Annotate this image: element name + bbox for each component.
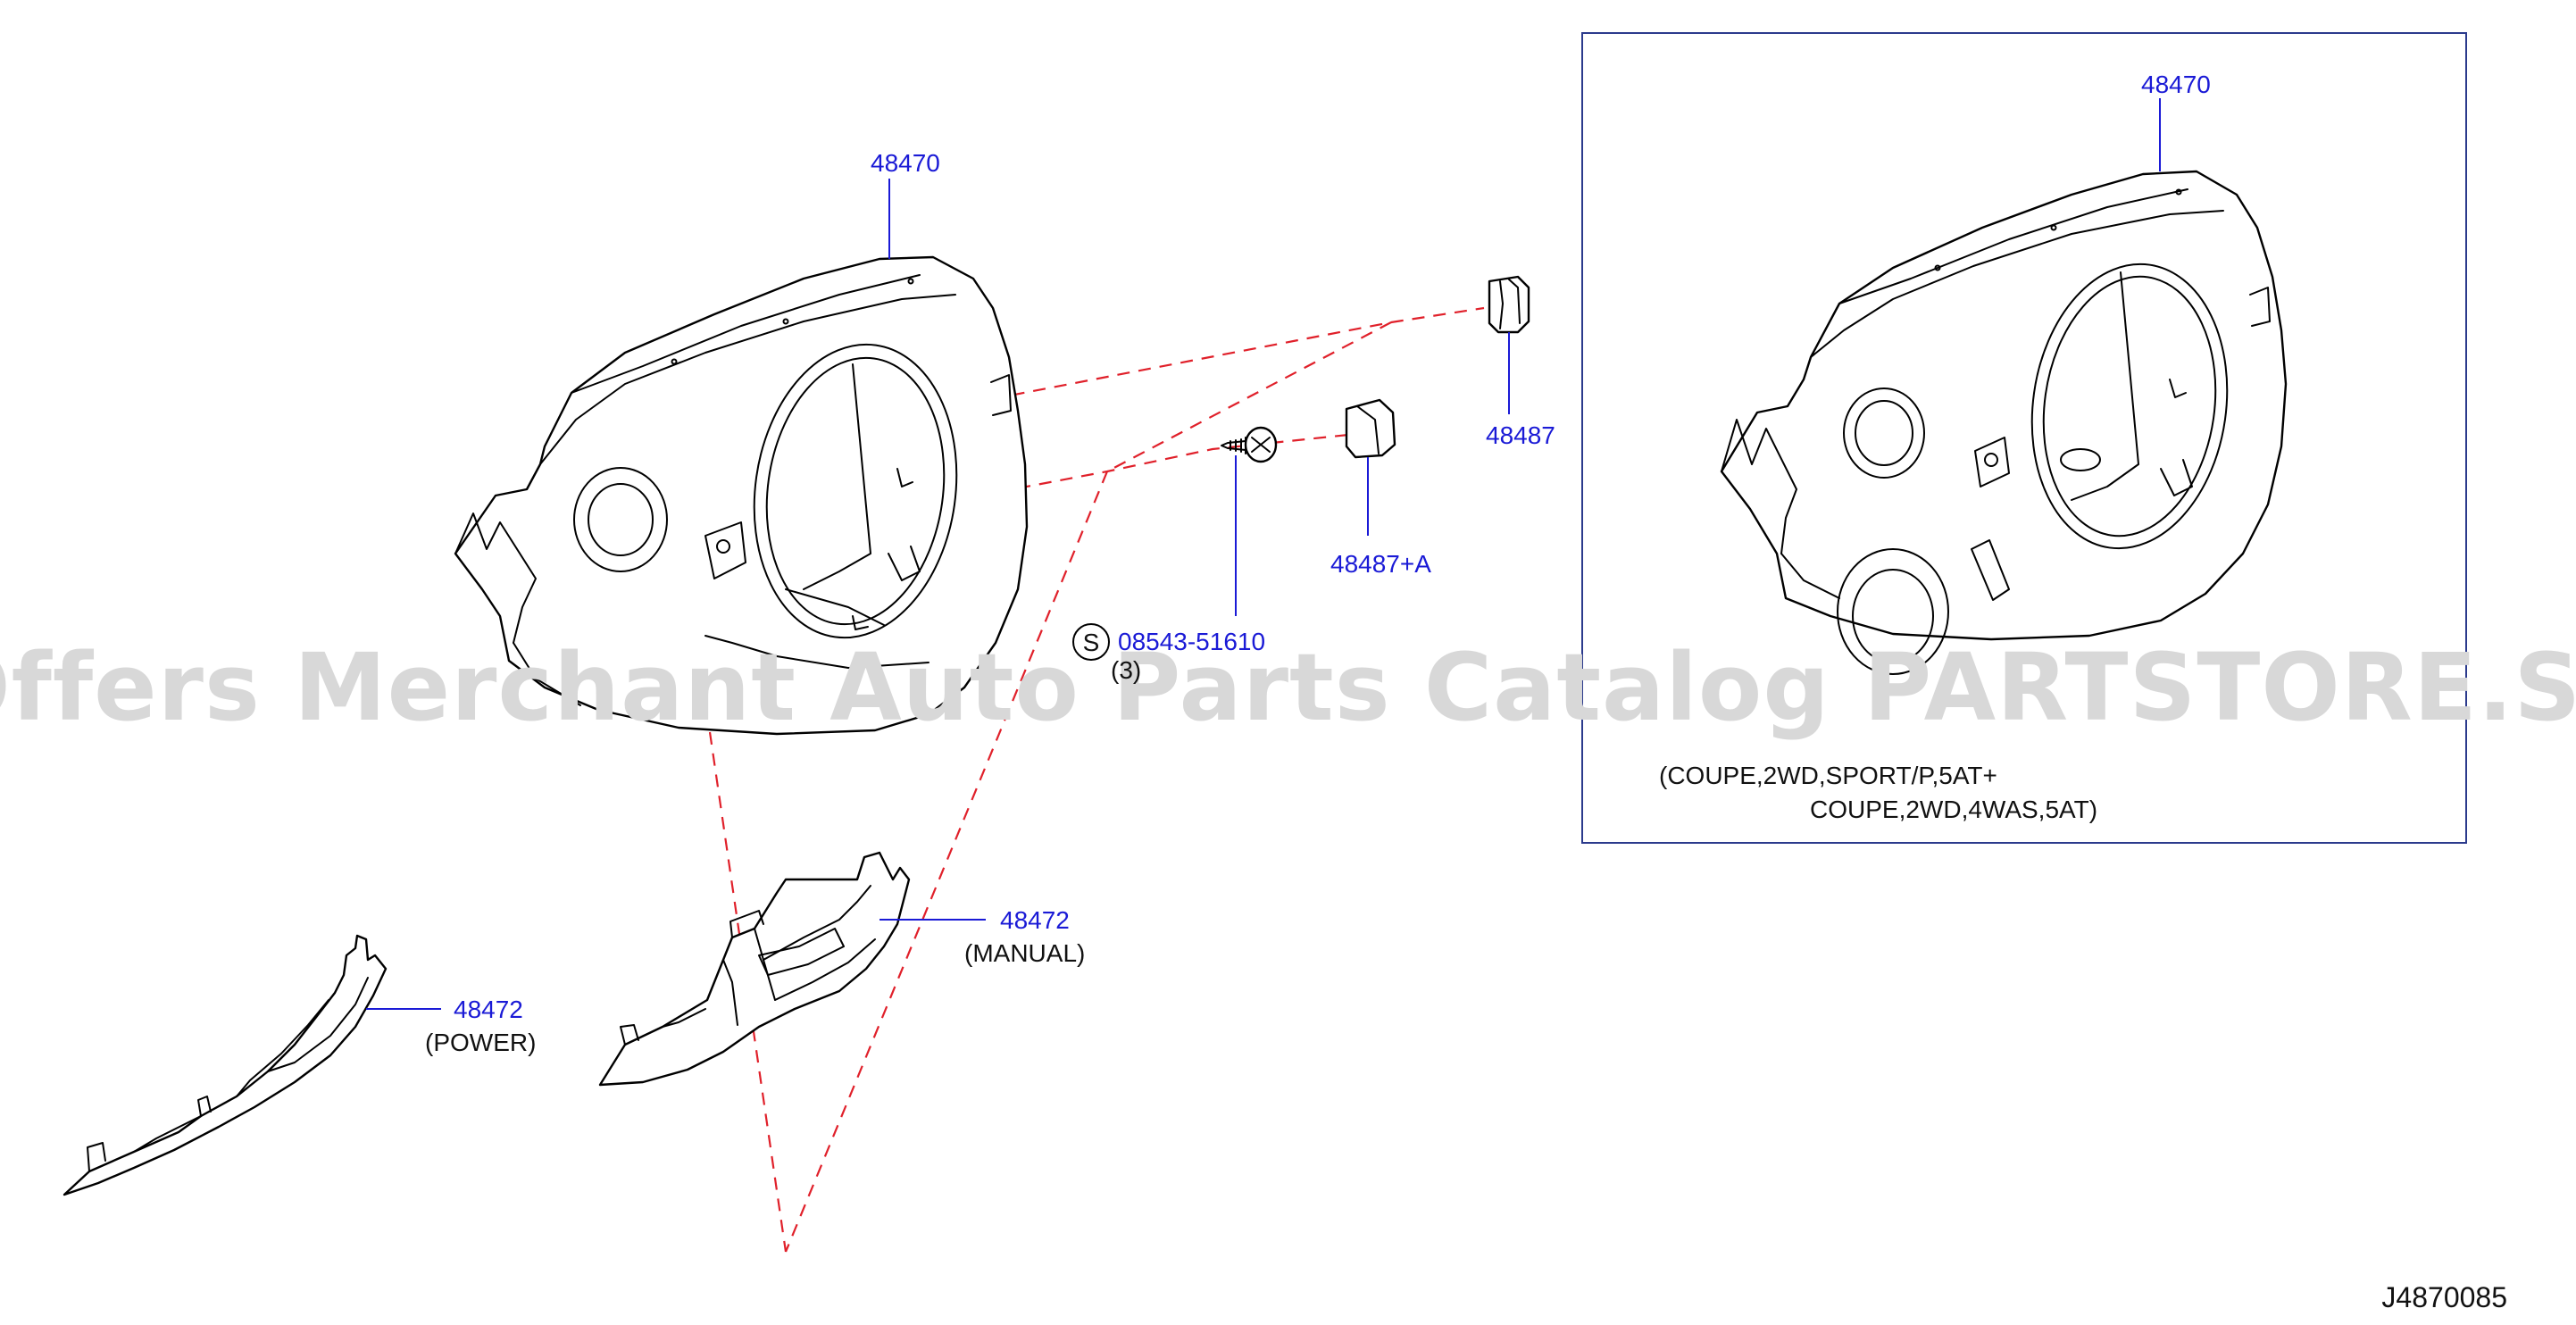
callout-48472-manual[interactable]: 48472 [1000,906,1070,934]
callout-48470-variant[interactable]: 48470 [2141,71,2211,98]
callout-48472-power[interactable]: 48472 [454,996,523,1023]
note-manual: (MANUAL) [964,939,1085,967]
s-symbol-circle [1072,623,1110,661]
screw-08543-51610 [1221,426,1278,463]
callout-48487-a[interactable]: 48487+A [1330,550,1431,578]
callout-screw[interactable]: S 08543-51610 (3) [1072,623,1265,684]
watermark: Offers Merchant Auto Parts Catalog PARTS… [0,633,2576,742]
clip-48487 [1488,275,1530,334]
diagram-code: J4870085 [2381,1281,2507,1313]
variant-box [1581,32,2467,844]
callout-48487[interactable]: 48487 [1486,421,1555,449]
upper-column-cover [454,255,1029,736]
screw-quantity: (3) [1111,656,1141,684]
note-power: (POWER) [425,1029,536,1056]
variant-upper-column-cover [1720,170,2288,675]
clip-48487-a [1345,398,1396,459]
lower-column-cover-manual [598,851,911,1087]
lower-column-cover-power [63,934,388,1196]
callout-48470[interactable]: 48470 [871,149,940,177]
leader-lines [366,98,2161,1010]
variant-note-line2: COUPE,2WD,4WAS,5AT) [1810,796,2097,823]
s-symbol-letter: S [1083,629,1100,656]
screw-part-number[interactable]: 08543-51610 [1118,628,1265,655]
variant-note-line1: (COUPE,2WD,SPORT/P,5AT+ [1659,762,1997,789]
